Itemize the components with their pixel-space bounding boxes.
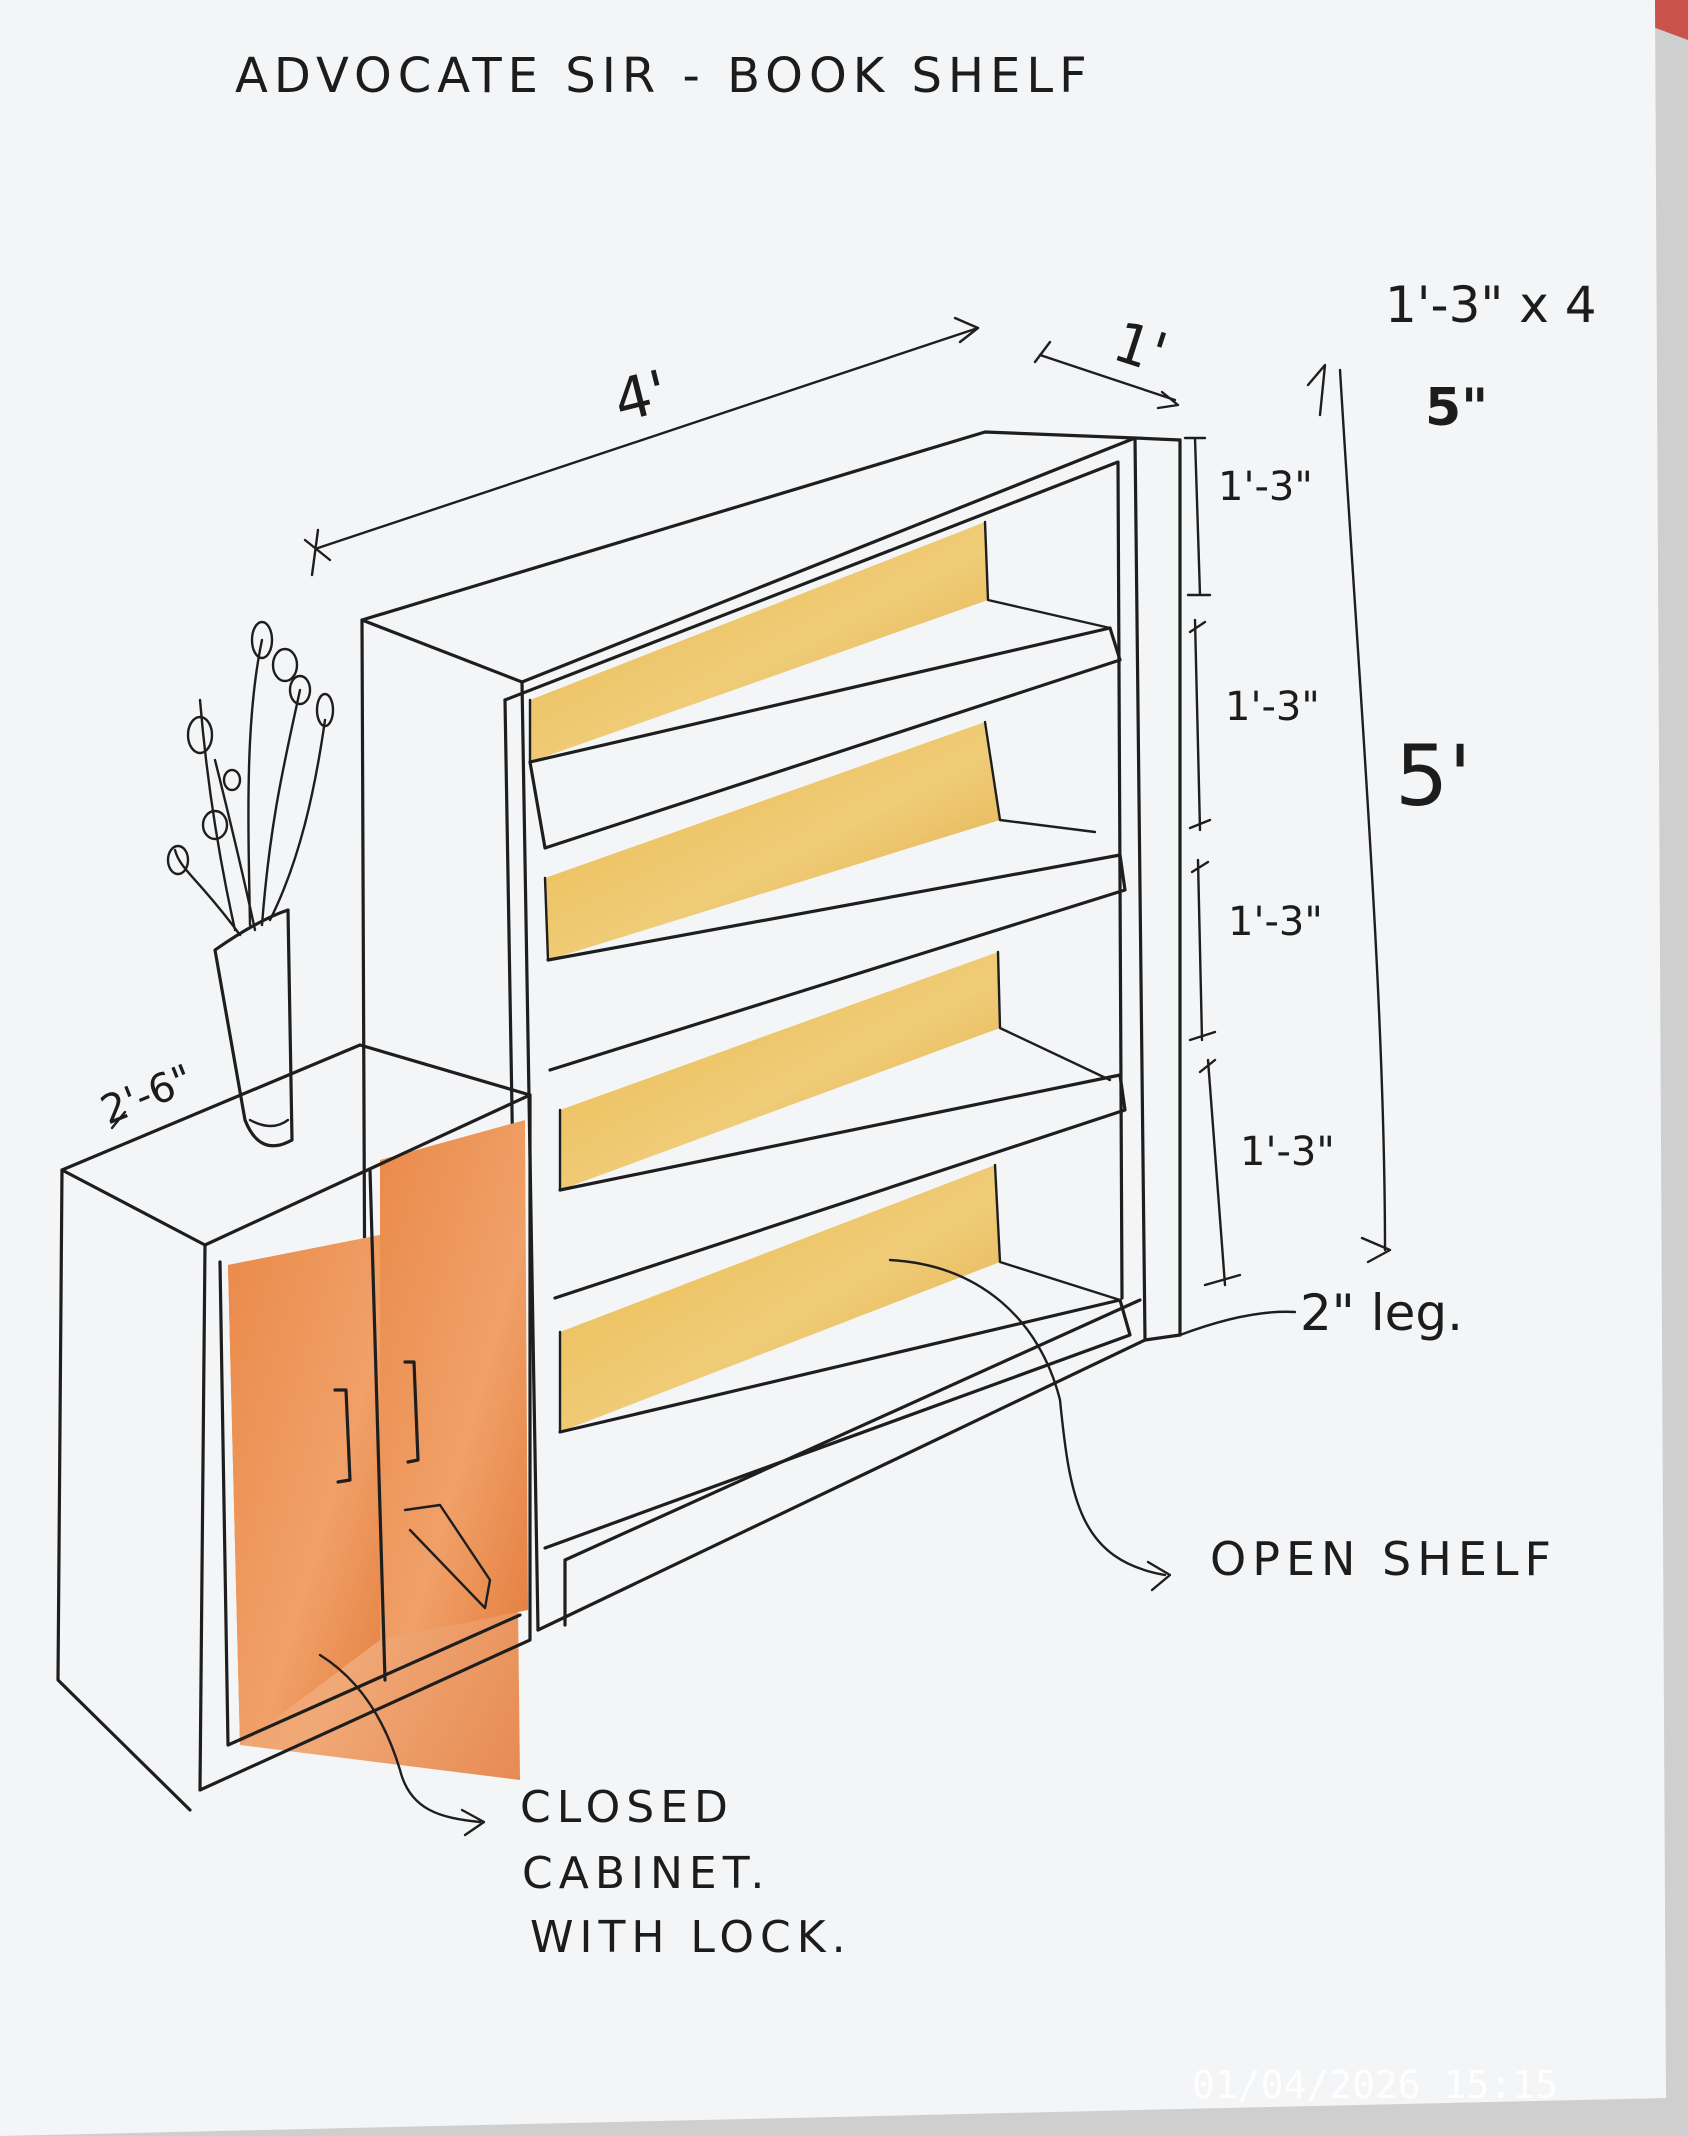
- spacing-label-3: 1'-3": [1228, 899, 1323, 945]
- closed-cabinet-arrow-icon: [460, 1808, 486, 1837]
- photo-timestamp: 01/04/2026 15:15: [1192, 2063, 1558, 2107]
- spacing-dim-3: [1188, 858, 1217, 1042]
- closed-cabinet-label-line3: WITH LOCK.: [530, 1912, 852, 1963]
- spacing-label-4: 1'-3": [1240, 1129, 1335, 1175]
- spacing-dim-1: [1183, 436, 1212, 597]
- cabinet-front: [198, 1093, 532, 1792]
- shelf-back-4: [560, 1165, 1000, 1432]
- shelf-back-left-edges: [528, 698, 562, 1434]
- cabinet-door-left-panel: [228, 1235, 380, 1745]
- shelf-inner-frame: [503, 460, 1124, 1300]
- spacing-dim-2: [1188, 618, 1212, 832]
- cabinet: [56, 1043, 532, 1812]
- cabinet-lock: [403, 1503, 492, 1610]
- flower-heads-icon: [166, 620, 335, 876]
- spacing-dim-4: [1198, 1058, 1242, 1287]
- width-dim-arrow: [953, 316, 980, 344]
- shelf-front-right-edge: [1133, 436, 1147, 1342]
- vase-rim: [248, 1118, 290, 1128]
- depth-dim-arrows: [1033, 340, 1180, 410]
- spacing-label-1: 1'-3": [1218, 464, 1313, 510]
- shelf-spacing-summary: 1'-3" x 4: [1385, 276, 1597, 334]
- shelf-bottom-edge: [536, 1333, 1182, 1632]
- leg-label: 2" leg.: [1300, 1284, 1463, 1342]
- cabinet-handle-right: [403, 1360, 420, 1464]
- dimension-lines: [110, 316, 1392, 1837]
- sketch-title: ADVOCATE SIR - BOOK SHELF: [235, 48, 1093, 104]
- shelf-board-4: [543, 1298, 1132, 1550]
- shelf-back-edges: [983, 520, 1122, 1302]
- width-dim-line: [316, 326, 980, 550]
- cabinet-left-side: [56, 1168, 192, 1812]
- vase-icon: [213, 908, 294, 1148]
- shelf-top-corner: [1133, 436, 1182, 442]
- shelf-board-3: [553, 1073, 1127, 1300]
- cabinet-front-inner: [218, 1260, 522, 1747]
- closed-cabinet-leader: [318, 1653, 482, 1824]
- open-shelf-arrow-icon: [1146, 1560, 1172, 1592]
- shelf-plinth: [563, 1298, 1142, 1627]
- shelf-back-1: [530, 522, 988, 762]
- height-dim-ticks: [1306, 363, 1392, 1264]
- cabinet-handle-left: [333, 1388, 352, 1484]
- leg-inches-label: 5": [1425, 378, 1488, 438]
- cabinet-height-tick: [110, 1110, 127, 1130]
- width-dim-tick-left: [303, 528, 332, 577]
- closed-cabinet-label-line2: CABINET.: [522, 1848, 770, 1899]
- open-shelf-label: OPEN SHELF: [1210, 1532, 1557, 1586]
- shelf-board-1: [528, 626, 1122, 850]
- height-label: 5': [1395, 727, 1472, 825]
- shelf-back-2: [545, 722, 1000, 960]
- cabinet-door-right: [380, 1120, 528, 1640]
- depth-dim-line: [1038, 353, 1177, 402]
- open-shelf-leader: [888, 1258, 1167, 1577]
- flower-stems: [173, 638, 327, 937]
- closed-cabinet-label-line1: CLOSED: [520, 1782, 734, 1833]
- spacing-label-2: 1'-3": [1225, 684, 1320, 730]
- shelf-board-2: [546, 853, 1127, 1072]
- leg-leader: [1178, 1310, 1297, 1337]
- cabinet-door-split: [368, 1168, 387, 1682]
- shelf-back-3: [560, 952, 1000, 1190]
- flower-vase: [166, 620, 335, 1148]
- height-dim-line: [1338, 368, 1387, 1252]
